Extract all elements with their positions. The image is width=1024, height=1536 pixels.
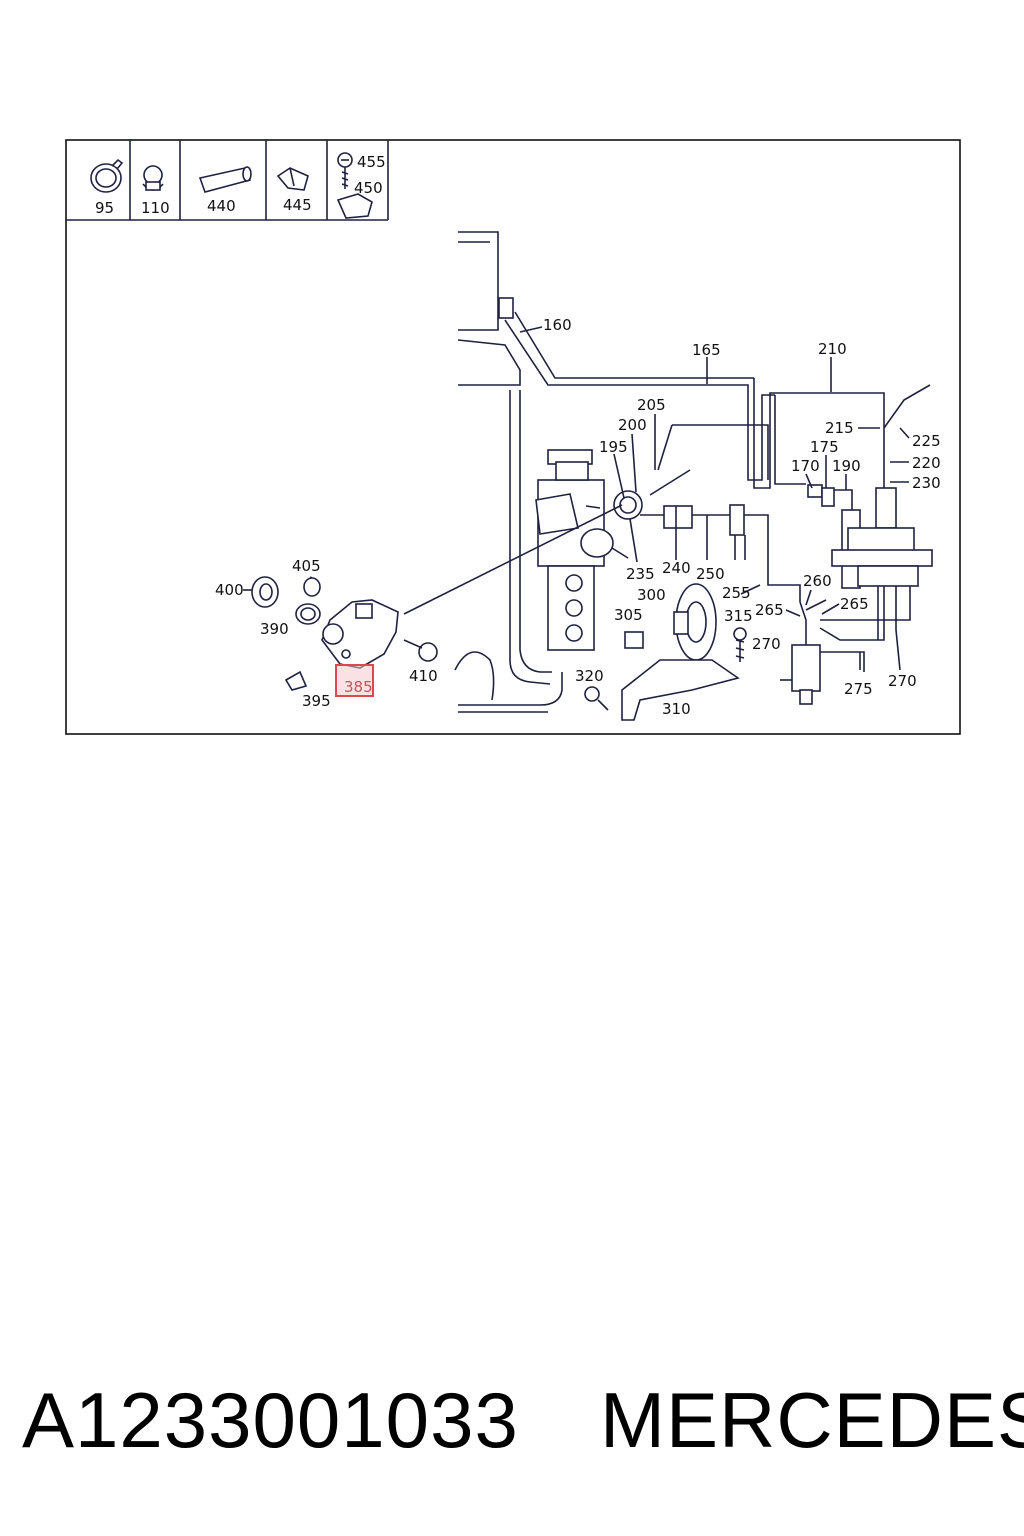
- callout-315: 315: [724, 607, 753, 625]
- hose-sleeve-icon: [198, 166, 252, 193]
- gauge-arc: [454, 651, 495, 701]
- callout-265-b: 265: [840, 595, 869, 613]
- callout-230: 230: [912, 474, 941, 492]
- screw-icon: [337, 152, 353, 189]
- part-number: A1233001033: [22, 1376, 519, 1464]
- legend-label-445: 445: [283, 196, 312, 214]
- vacuum-unit: [807, 384, 933, 671]
- horn-assembly: [584, 583, 747, 721]
- legend-label-455: 455: [357, 153, 386, 171]
- legend-strip: 95 110 440 445 455 450: [66, 140, 389, 221]
- callout-300: 300: [637, 586, 666, 604]
- reservoir-column: [535, 449, 629, 651]
- callout-205: 205: [637, 396, 666, 414]
- callout-255: 255: [722, 584, 751, 602]
- callout-195: 195: [599, 438, 628, 456]
- callout-200: 200: [618, 416, 647, 434]
- callout-210: 210: [818, 340, 847, 358]
- callout-240: 240: [662, 559, 691, 577]
- clip-icon: [142, 165, 164, 191]
- legend-label-450: 450: [354, 179, 383, 197]
- callout-305: 305: [614, 606, 643, 624]
- callout-270-b: 270: [888, 672, 917, 690]
- brand-name: MERCEDES: [600, 1376, 1024, 1464]
- legend-label-440: 440: [207, 197, 236, 215]
- callout-250: 250: [696, 565, 725, 583]
- bolt-410: [403, 639, 438, 662]
- callout-160: 160: [543, 316, 572, 334]
- callout-395: 395: [302, 692, 331, 710]
- callout-405: 405: [292, 557, 321, 575]
- footer: A1233001033 MERCEDES: [0, 1370, 1024, 1480]
- callout-175: 175: [810, 438, 839, 456]
- callout-320: 320: [575, 667, 604, 685]
- callout-215: 215: [825, 419, 854, 437]
- hose-clamp-icon: [90, 158, 124, 193]
- nut-clip-icon: [336, 193, 373, 219]
- legend-label-95: 95: [95, 199, 114, 217]
- callout-220: 220: [912, 454, 941, 472]
- callout-275: 275: [844, 680, 873, 698]
- vacuum-canister: [780, 599, 865, 705]
- seal-390: [295, 603, 321, 625]
- callout-170: 170: [791, 457, 820, 475]
- bracket-clip-icon: [276, 167, 309, 191]
- highlight-385[interactable]: 385: [335, 664, 374, 697]
- callout-190: 190: [832, 457, 861, 475]
- diagram-frame: [65, 139, 961, 735]
- ring-405: [303, 577, 321, 597]
- callout-260: 260: [803, 572, 832, 590]
- callout-390: 390: [260, 620, 289, 638]
- callout-410: 410: [409, 667, 438, 685]
- vacuum-lines: [504, 311, 885, 496]
- callout-165: 165: [692, 341, 721, 359]
- callout-270-a: 270: [752, 635, 781, 653]
- clip-395: [284, 670, 308, 691]
- callout-310: 310: [662, 700, 691, 718]
- callout-385-label: 385: [344, 678, 373, 696]
- leader-lines: [243, 326, 910, 670]
- valve-group: [613, 490, 801, 602]
- callout-235: 235: [626, 565, 655, 583]
- legend-label-110: 110: [141, 199, 170, 217]
- grommet-400: [251, 576, 279, 608]
- callout-400: 400: [215, 581, 244, 599]
- callout-265-a: 265: [755, 601, 784, 619]
- parts-diagram: 95 110 440 445 455 450: [65, 139, 961, 735]
- valve-body-385: [321, 504, 623, 669]
- callout-225: 225: [912, 432, 941, 450]
- engine-housing: [457, 231, 563, 713]
